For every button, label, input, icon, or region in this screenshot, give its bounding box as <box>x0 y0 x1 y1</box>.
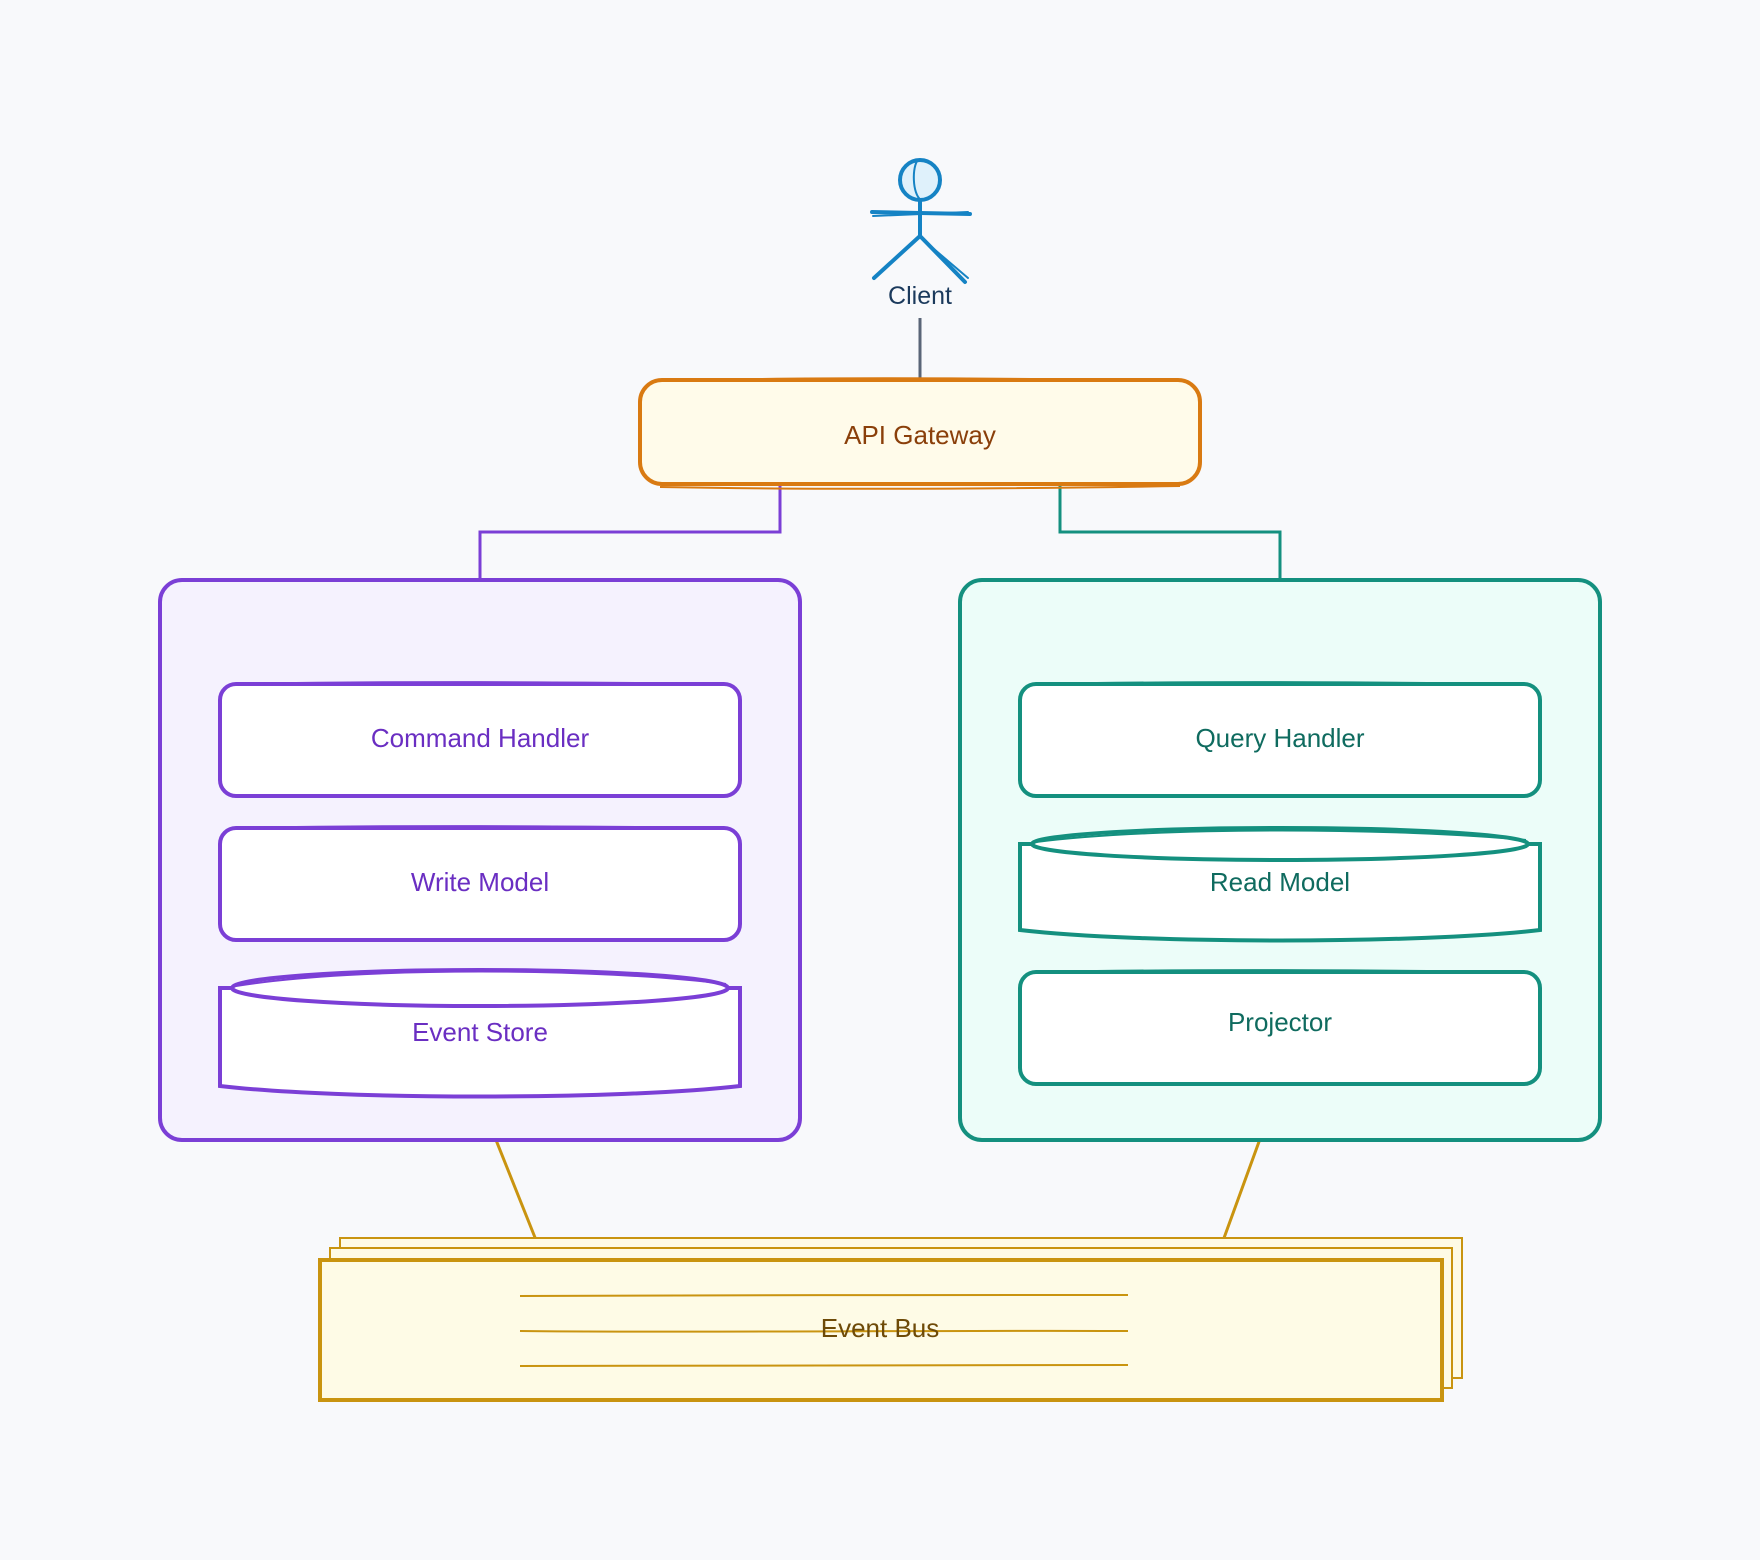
event-bus-label: Event Bus <box>821 1313 940 1343</box>
event-store-node[interactable]: Event Store <box>218 968 742 1099</box>
event-store-cylinder-body <box>218 986 742 1099</box>
gateway-to-query-connector <box>1058 484 1282 580</box>
projector-node[interactable]: Projector <box>1018 969 1542 1086</box>
event-store-cylinder-top <box>230 968 730 1008</box>
query-handler-node[interactable]: Query Handler <box>1018 681 1542 798</box>
event-bus-front-layer <box>318 1258 1444 1402</box>
client-label: Client <box>888 282 952 310</box>
read-model-cylinder-top <box>1030 826 1530 862</box>
projector-label: Projector <box>1228 1007 1332 1037</box>
write-model-box <box>218 826 742 942</box>
projector-box <box>1018 970 1542 1086</box>
write-model-label: Write Model <box>411 867 549 897</box>
read-model-node[interactable]: Read Model <box>1018 826 1542 943</box>
query-side-group: Query Handler Read Model Projector <box>958 578 1602 1142</box>
event-bus-node[interactable]: Event Bus <box>318 1237 1463 1402</box>
api-gateway-box <box>638 378 1202 486</box>
write-model-node[interactable]: Write Model <box>218 825 742 942</box>
command-handler-label: Command Handler <box>371 723 590 753</box>
query-handler-box <box>1018 682 1542 798</box>
api-gateway-label: API Gateway <box>844 420 996 450</box>
person-icon <box>870 158 972 284</box>
query-handler-label: Query Handler <box>1195 723 1364 753</box>
event-store-label: Event Store <box>412 1017 548 1047</box>
read-model-label: Read Model <box>1210 867 1350 897</box>
command-side-group: Command Handler Write Model Event Store <box>158 578 802 1142</box>
command-handler-node[interactable]: Command Handler <box>218 681 742 798</box>
api-gateway-node[interactable]: API Gateway <box>638 377 1202 490</box>
command-handler-box <box>218 682 742 798</box>
gateway-to-command-connector <box>478 484 782 580</box>
client-actor[interactable]: Client <box>870 158 972 310</box>
read-model-cylinder-body <box>1018 842 1542 943</box>
queue-lines-icon <box>519 1294 1129 1367</box>
